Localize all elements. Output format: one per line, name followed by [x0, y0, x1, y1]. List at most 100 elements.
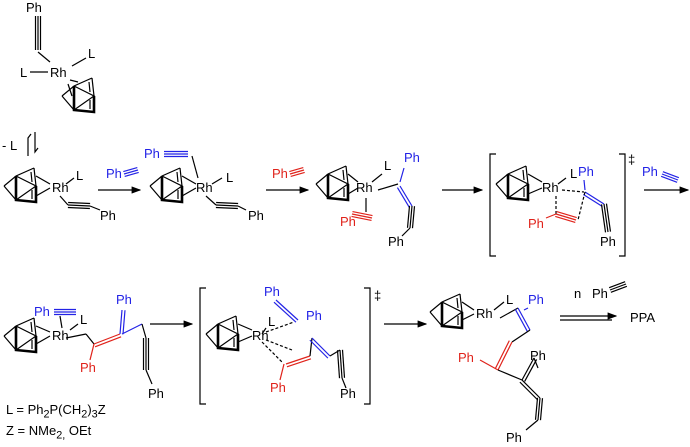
- bond-line: [85, 333, 95, 345]
- bond-line: [329, 349, 341, 357]
- bond-line: [511, 329, 531, 343]
- atom-label: Ph: [116, 292, 132, 307]
- triple-bond: [68, 201, 91, 205]
- triple-bond: [406, 205, 411, 228]
- norbornadiene-ligand: [14, 176, 38, 204]
- double-bond: [88, 81, 91, 93]
- bond-line: [279, 363, 285, 381]
- double-bond: [232, 319, 235, 331]
- atom-label: Rh: [50, 65, 67, 80]
- bond-line: [341, 377, 347, 389]
- atom-label: Ph: [248, 208, 264, 223]
- double-dagger: ‡: [374, 288, 381, 303]
- bond-line: [59, 315, 63, 329]
- double-dagger: ‡: [628, 152, 635, 167]
- atom-label: Rh: [252, 328, 269, 343]
- bond-line: [37, 51, 51, 63]
- triple-bond: [608, 281, 626, 289]
- double-bond: [584, 191, 605, 205]
- atom-label: L: [88, 46, 95, 61]
- atom-label: Ph: [642, 164, 658, 179]
- triple-bond: [555, 213, 577, 221]
- atom-label: L: [506, 292, 513, 307]
- bond-line: [121, 323, 143, 335]
- bond-line: [69, 323, 79, 331]
- bond-line: [371, 173, 383, 183]
- double-bond: [176, 171, 179, 183]
- triple-bond: [336, 350, 341, 379]
- bond-line: [145, 369, 153, 385]
- bond-line: [65, 177, 75, 185]
- atom-label: L: [226, 170, 233, 185]
- atom-label: L: [76, 168, 83, 183]
- atom-label: Ph: [404, 150, 420, 165]
- atom-label: Ph: [388, 234, 404, 249]
- bond-line: [35, 175, 51, 185]
- bond-line: [69, 79, 79, 83]
- triple-bond: [215, 206, 238, 210]
- bond-line: [527, 173, 543, 183]
- bond-line: [89, 205, 101, 211]
- triple-bond: [609, 283, 627, 291]
- double-bond: [494, 340, 510, 369]
- atom-label: Ph: [578, 164, 594, 179]
- bond-line: [497, 369, 523, 381]
- atom-label: Rh: [542, 180, 559, 195]
- triple-bond: [215, 204, 239, 207]
- triple-bond: [352, 210, 373, 217]
- atom-label: Ph: [270, 380, 286, 395]
- bond-line: [493, 301, 505, 311]
- atom-label: Rh: [196, 180, 213, 195]
- bond-line: [309, 337, 313, 357]
- bond-line: [525, 419, 539, 431]
- product-label: PPA: [630, 310, 655, 325]
- atom-label: Ph: [144, 146, 160, 161]
- atom-label: Ph: [340, 386, 356, 401]
- double-bond: [396, 187, 410, 208]
- triple-bond: [290, 171, 305, 177]
- double-bond: [522, 169, 525, 181]
- atom-label: Ph: [530, 348, 546, 363]
- bond-line: [141, 323, 147, 339]
- triple-bond: [605, 203, 612, 232]
- double-bond: [497, 341, 513, 371]
- triple-bond: [351, 213, 373, 219]
- atom-label: Rh: [476, 306, 493, 321]
- atom-label: Ph: [26, 0, 42, 15]
- bond-line: [401, 227, 411, 237]
- atom-label: Ph: [80, 360, 96, 375]
- atom-label: Ph: [592, 286, 608, 301]
- atom-label: Ph: [528, 292, 544, 307]
- double-bond: [275, 299, 299, 321]
- bond-line: [35, 187, 51, 197]
- bond-line: [65, 333, 87, 339]
- triple-bond: [409, 205, 413, 229]
- bond-line: [583, 179, 586, 191]
- bond-line: [545, 213, 557, 219]
- atom-label: Ph: [506, 430, 522, 445]
- norbornadiene-ligand: [326, 174, 350, 202]
- bond-line: [237, 205, 247, 211]
- triple-bond: [289, 167, 304, 173]
- atom-label: L: [268, 314, 275, 329]
- ligand-loss-label: - L: [2, 138, 17, 153]
- bond-line: [399, 167, 405, 183]
- triple-bond: [67, 204, 91, 207]
- double-bond: [93, 333, 121, 345]
- triple-bond: [289, 169, 305, 175]
- atom-label: Ph: [264, 284, 280, 299]
- double-bond: [285, 355, 311, 365]
- bond-line: [347, 173, 359, 183]
- triple-bond: [556, 211, 577, 219]
- triple-bond: [600, 204, 607, 233]
- substituent-definition: Z = NMe2, OEt: [6, 423, 92, 442]
- atom-label: Ph: [600, 234, 616, 249]
- triple-bond: [123, 167, 138, 173]
- bond-line: [527, 187, 543, 195]
- double-bond: [309, 339, 329, 359]
- triple-bond: [534, 397, 539, 420]
- atom-label: Rh: [52, 328, 69, 343]
- atom-label: Ph: [34, 304, 50, 319]
